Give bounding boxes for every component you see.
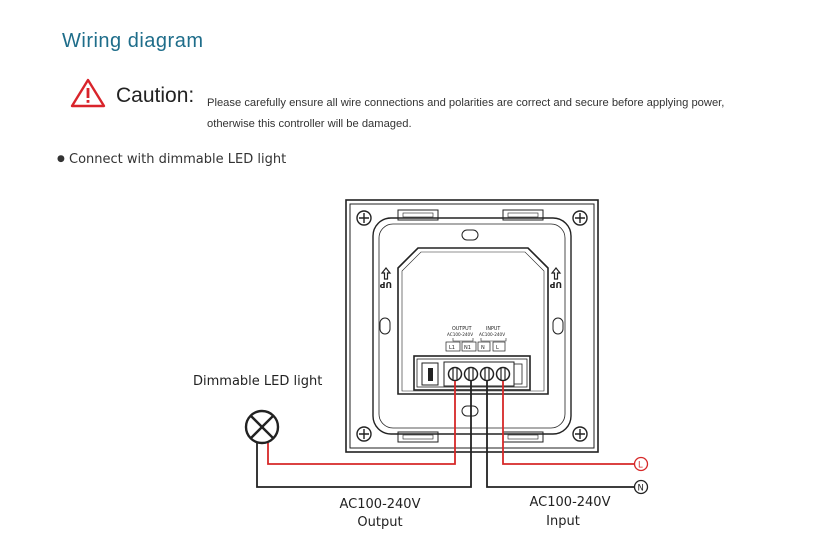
up-arrow-icon <box>550 267 562 280</box>
output-voltage-label: AC100-240V <box>339 497 421 512</box>
screw-icon <box>356 210 372 226</box>
screw-icon <box>572 210 588 226</box>
caution-line-1: Please carefully ensure all wire connect… <box>207 97 725 109</box>
output-header: OUTPUT <box>452 326 472 332</box>
line-marker-label: L <box>638 461 643 471</box>
line-marker-icon: L <box>633 456 649 472</box>
terminal-screw-icon <box>479 366 495 382</box>
up-label-left: UP <box>380 280 392 289</box>
caution-text: Please carefully ensure all wire connect… <box>207 93 807 135</box>
section-heading: ● Connect with dimmable LED light <box>57 152 286 167</box>
led-light-label: Dimmable LED light <box>193 374 323 389</box>
input-header: INPUT <box>486 326 500 332</box>
neutral-wire-output <box>256 381 472 488</box>
neutral-marker-icon: N <box>633 479 649 495</box>
caution-line-2: otherwise this controller will be damage… <box>207 118 412 130</box>
terminal-label: N <box>481 345 485 351</box>
screw-icon <box>356 426 372 442</box>
terminal-label-boxes: L1 N1 N L <box>445 341 506 352</box>
led-lamp-icon <box>244 409 280 445</box>
caution-label: Caution: <box>116 84 195 107</box>
live-wire-output <box>267 381 456 465</box>
output-voltage-small: AC100-240V <box>447 332 473 337</box>
section-text: Connect with dimmable LED light <box>69 152 287 167</box>
neutral-wire-input <box>486 381 634 488</box>
terminal-label: N1 <box>464 345 471 351</box>
bullet: ● <box>57 154 65 164</box>
input-voltage-label: AC100-240V <box>529 495 611 510</box>
up-arrow-icon <box>380 267 392 280</box>
controller-back-plate <box>345 199 599 453</box>
terminal-screw-icon <box>495 366 511 382</box>
input-voltage-small: AC100-240V <box>479 332 505 337</box>
screw-icon <box>572 426 588 442</box>
page-title: Wiring diagram <box>62 30 204 52</box>
input-label: Input <box>546 514 580 529</box>
terminal-screw-icon <box>447 366 463 382</box>
terminal-screw-icon <box>463 366 479 382</box>
terminal-label: L1 <box>449 345 455 351</box>
warning-triangle-icon <box>70 78 106 108</box>
live-wire-input <box>502 381 634 465</box>
output-label: Output <box>357 515 403 530</box>
neutral-marker-label: N <box>638 484 644 494</box>
up-label-right: UP <box>550 280 562 289</box>
terminal-label: L <box>496 345 499 351</box>
